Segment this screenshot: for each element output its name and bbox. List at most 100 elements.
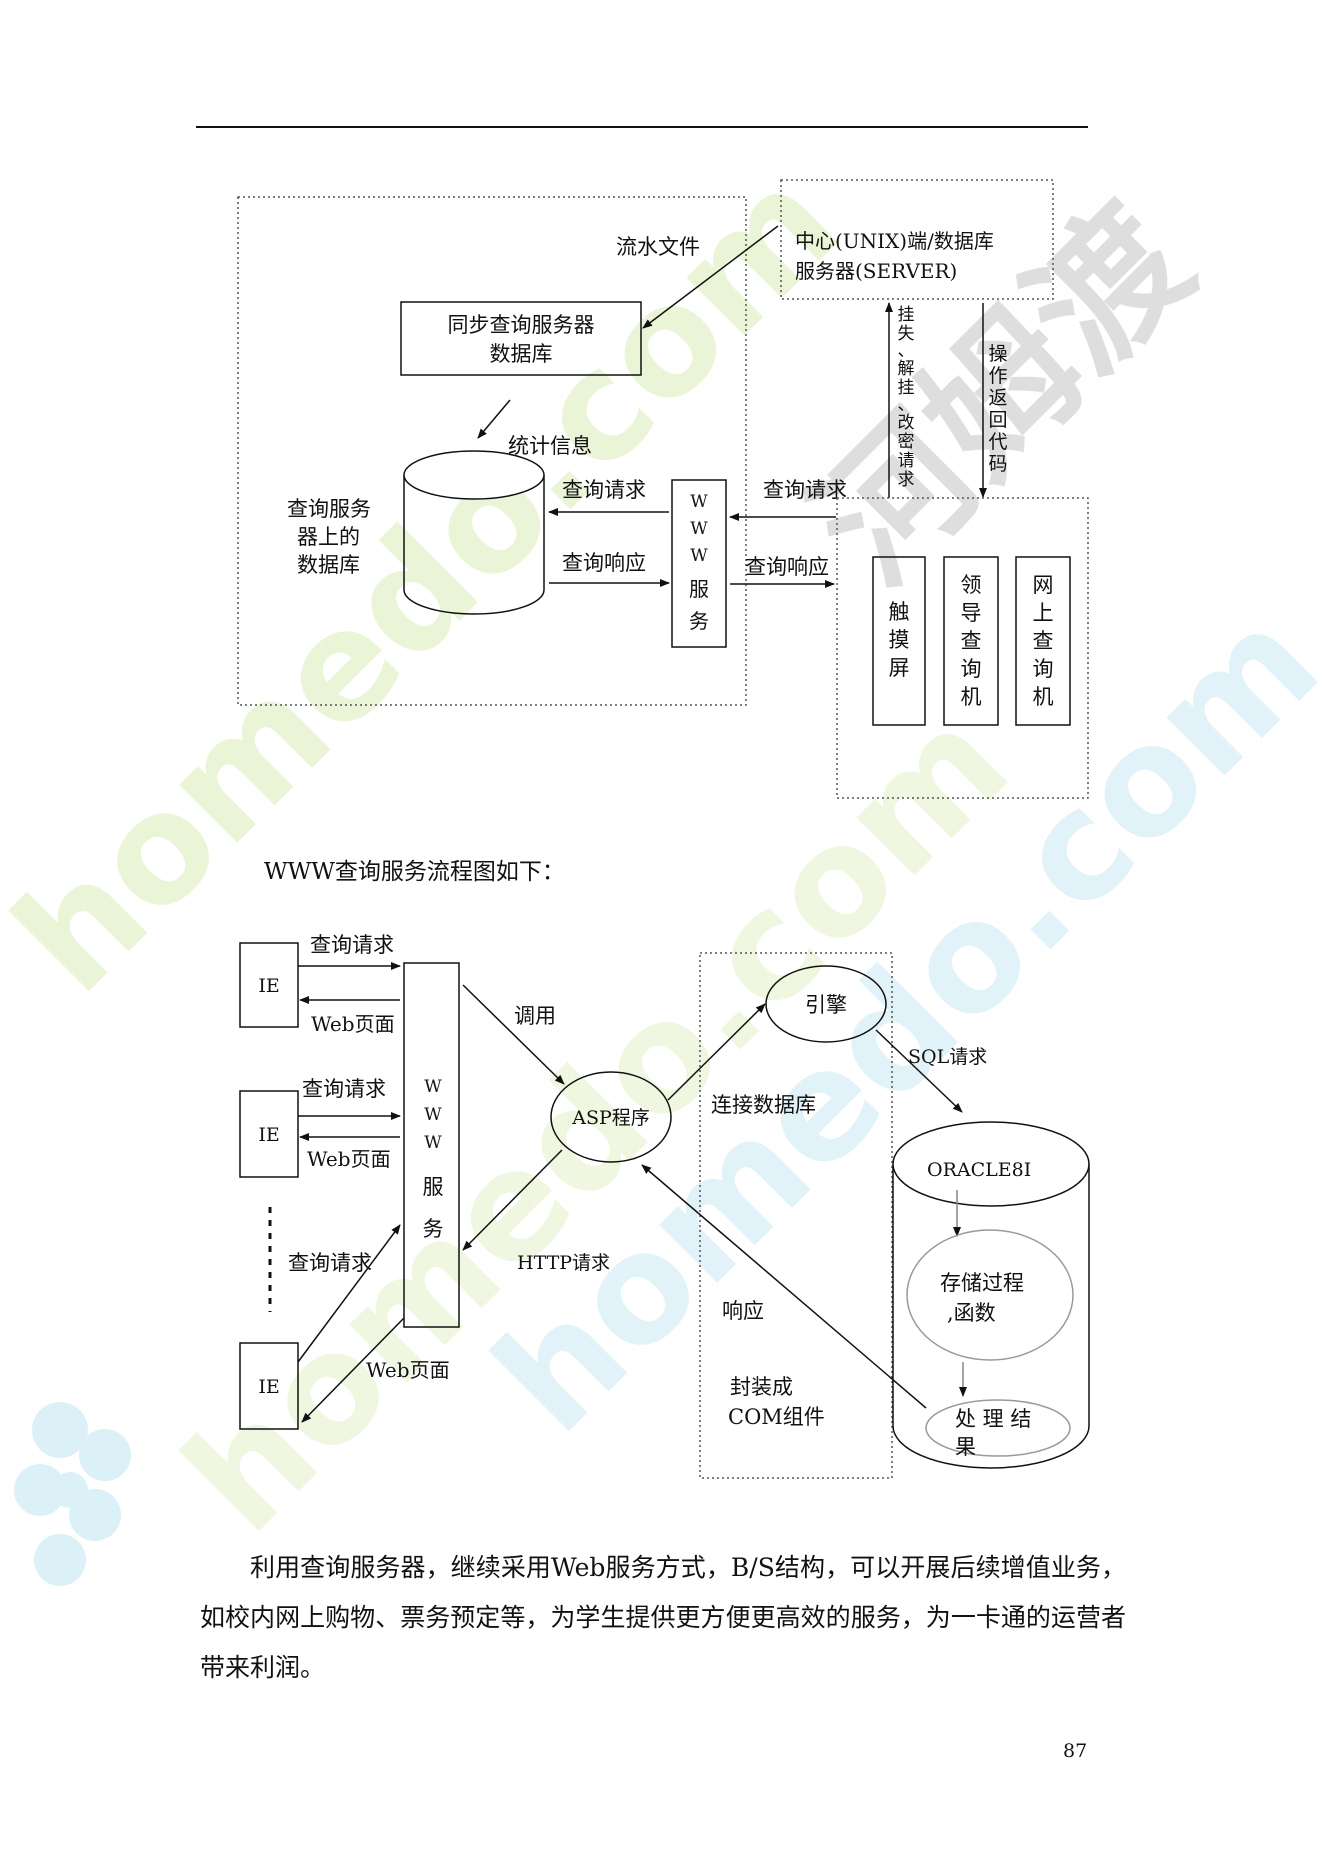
call-arrow bbox=[462, 984, 565, 1085]
query-request-label-3: 查询请求 bbox=[288, 1251, 372, 1275]
report-loss-char-0: 挂 bbox=[898, 305, 915, 325]
op-return-char-5: 码 bbox=[988, 453, 1007, 475]
leader-query-char-3: 询 bbox=[961, 657, 982, 681]
report-loss-char-1: 失 bbox=[898, 324, 915, 344]
query-request-label-1: 查询请求 bbox=[310, 933, 394, 957]
query-request-inner-label: 查询请求 bbox=[562, 478, 646, 502]
www-service-1-char-1: W bbox=[690, 519, 708, 539]
www-service-2-char-2: W bbox=[424, 1133, 442, 1153]
op-return-char-1: 作 bbox=[988, 365, 1007, 387]
ie-label-1: IE bbox=[258, 975, 279, 997]
sql-request-arrow bbox=[875, 1029, 963, 1113]
oracle-label: ORACLE8I bbox=[927, 1159, 1031, 1181]
sync-db-label-1: 同步查询服务器 bbox=[448, 313, 595, 337]
online-query-char-3: 询 bbox=[1033, 657, 1054, 681]
report-loss-char-4: 挂 bbox=[898, 378, 915, 398]
leader-query-char-4: 机 bbox=[961, 685, 982, 709]
touchscreen-box bbox=[872, 556, 926, 726]
ie-box-1 bbox=[239, 942, 299, 1028]
oracle-database-icon bbox=[892, 1121, 1090, 1469]
report-loss-char-8: 请 bbox=[898, 451, 915, 471]
www-query-flow-diagram: IE IE IE W W W 服 务 查询请求 Web页面 查询请求 Web页面 bbox=[239, 933, 1090, 1479]
system-architecture-diagram: 中心(UNIX)端/数据库 服务器(SERVER) 流水文件 同步查询服务器 数… bbox=[237, 179, 1089, 799]
engine-node bbox=[765, 965, 887, 1043]
sync-db-label-2: 数据库 bbox=[490, 342, 553, 366]
sync-db-box bbox=[400, 301, 642, 376]
op-return-char-2: 返 bbox=[988, 387, 1007, 409]
call-label: 调用 bbox=[514, 1004, 556, 1028]
www-service-box-2 bbox=[403, 962, 460, 1328]
flow-file-label: 流水文件 bbox=[616, 235, 700, 259]
ie-label-3: IE bbox=[258, 1376, 279, 1398]
connect-db-label: 连接数据库 bbox=[711, 1093, 816, 1117]
figure-caption: WWW查询服务流程图如下： bbox=[264, 859, 565, 885]
server-db-label-1: 查询服务 bbox=[287, 497, 371, 521]
query-response-inner-label: 查询响应 bbox=[562, 551, 646, 575]
ie3-request-arrow bbox=[297, 1224, 401, 1363]
touchscreen-char-1: 摸 bbox=[889, 628, 910, 652]
report-loss-char-5: 、 bbox=[898, 395, 915, 415]
www-service-1-char-4: 务 bbox=[689, 609, 709, 633]
response-label: 响应 bbox=[722, 1299, 764, 1323]
leader-query-char-1: 导 bbox=[961, 601, 982, 625]
report-loss-char-2: 、 bbox=[898, 341, 915, 361]
report-loss-char-6: 改 bbox=[898, 413, 915, 433]
stored-proc-label-1: 存储过程 bbox=[940, 1271, 1024, 1295]
engine-label: 引擎 bbox=[805, 993, 847, 1017]
query-server-group bbox=[237, 196, 747, 706]
stats-info-label: 统计信息 bbox=[508, 434, 592, 458]
www-service-1-char-2: W bbox=[690, 546, 708, 566]
server-database-icon bbox=[403, 450, 545, 615]
http-request-label: HTTP请求 bbox=[517, 1252, 610, 1274]
touchscreen-char-2: 屏 bbox=[889, 656, 910, 680]
query-request-outer-label: 查询请求 bbox=[763, 478, 847, 502]
stored-proc-node bbox=[906, 1229, 1074, 1361]
com-component-group bbox=[699, 952, 893, 1479]
report-loss-char-7: 密 bbox=[898, 432, 915, 452]
leader-query-box bbox=[943, 556, 999, 726]
online-query-char-2: 查 bbox=[1033, 629, 1054, 653]
web-page-label-3: Web页面 bbox=[366, 1358, 450, 1382]
http-request-arrow bbox=[462, 1149, 563, 1251]
query-request-label-2: 查询请求 bbox=[302, 1077, 386, 1101]
op-return-char-4: 代 bbox=[988, 431, 1007, 453]
www-service-1-char-3: 服 bbox=[689, 577, 709, 601]
op-return-char-0: 操 bbox=[988, 343, 1007, 365]
report-loss-char-9: 求 bbox=[898, 470, 915, 490]
com-wrap-label-1: 封装成 bbox=[730, 1375, 793, 1399]
www-service-2-char-0: W bbox=[424, 1077, 442, 1097]
center-server-box bbox=[780, 179, 1054, 300]
ie-label-2: IE bbox=[258, 1124, 279, 1146]
leader-query-char-2: 查 bbox=[961, 629, 982, 653]
server-db-label-2: 器上的 bbox=[297, 525, 360, 549]
ie-box-3 bbox=[239, 1342, 299, 1430]
online-query-char-1: 上 bbox=[1033, 601, 1054, 625]
www-service-2-char-3: 服 bbox=[423, 1175, 444, 1199]
response-arrow bbox=[641, 1164, 927, 1409]
query-response-outer-label: 查询响应 bbox=[745, 555, 829, 579]
web-page-label-2: Web页面 bbox=[307, 1147, 391, 1171]
terminals-group bbox=[836, 497, 1089, 799]
ie3-response-arrow bbox=[301, 1317, 405, 1423]
web-page-label-1: Web页面 bbox=[311, 1012, 395, 1036]
online-query-char-0: 网 bbox=[1033, 573, 1054, 597]
center-server-label-1: 中心(UNIX)端/数据库 bbox=[795, 229, 994, 253]
page-number: 87 bbox=[1063, 1740, 1088, 1762]
server-db-label-3: 数据库 bbox=[297, 553, 360, 577]
process-result-label-2: 果 bbox=[955, 1435, 976, 1459]
touchscreen-char-0: 触 bbox=[889, 600, 910, 624]
online-query-box bbox=[1015, 556, 1071, 726]
www-service-2-char-1: W bbox=[424, 1105, 442, 1125]
asp-program-node bbox=[550, 1071, 672, 1163]
stored-proc-label-2: ,函数 bbox=[947, 1301, 996, 1325]
leader-query-char-0: 领 bbox=[961, 573, 982, 597]
header-rule bbox=[196, 126, 1088, 128]
flow-file-arrow bbox=[642, 225, 779, 329]
center-server-label-2: 服务器(SERVER) bbox=[795, 259, 957, 283]
sync-to-db-arrow bbox=[477, 399, 511, 439]
op-return-char-3: 回 bbox=[988, 409, 1007, 431]
connect-db-arrow bbox=[667, 1003, 766, 1101]
www-service-box-1 bbox=[671, 479, 727, 648]
